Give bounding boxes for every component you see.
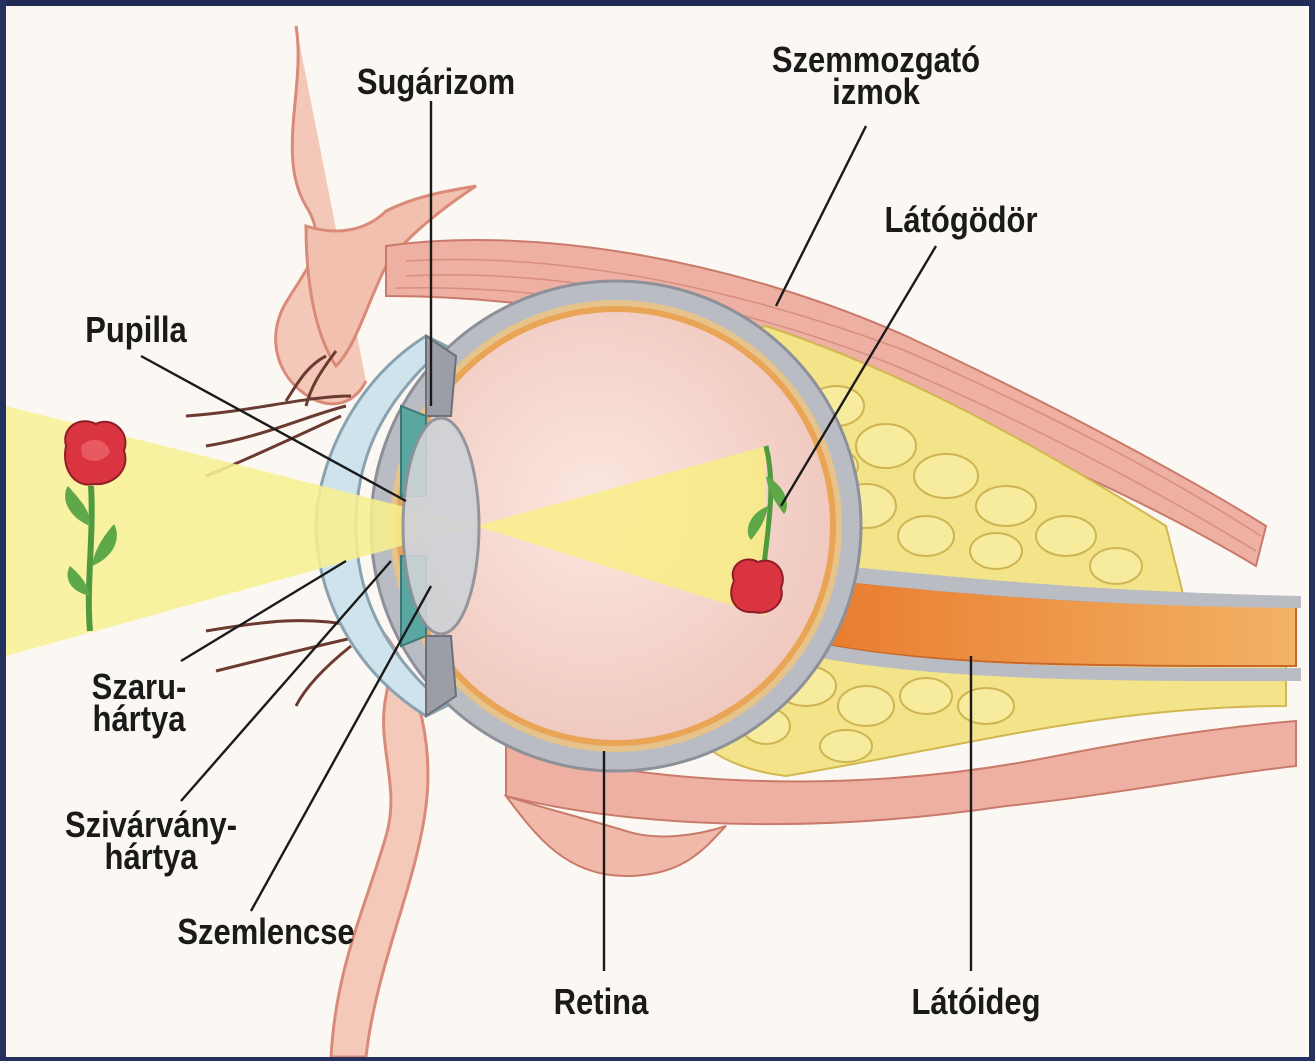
label-szemmozgato-izmok: Szemmozgató izmok xyxy=(764,44,988,108)
right-frame-bar xyxy=(1309,0,1315,1061)
bottom-frame-bar xyxy=(0,1057,1315,1061)
label-latoideg: Látóideg xyxy=(899,986,1054,1018)
label-szemlencse-text: Szemlencse xyxy=(167,916,365,948)
label-szemlencse: Szemlencse xyxy=(167,916,365,948)
label-pupilla: Pupilla xyxy=(76,314,196,346)
label-latogodor: Látógödör xyxy=(879,204,1042,236)
label-szaruhartya: Szaru- hártya xyxy=(83,671,195,735)
label-szaru-line2: hártya xyxy=(83,703,195,735)
label-retina-text: Retina xyxy=(545,986,657,1018)
lens xyxy=(403,418,479,634)
label-szivarvanyhartya: Szivárvány- hártya xyxy=(52,809,250,873)
pointer-szemmozgato xyxy=(776,126,866,306)
label-szivarvany-line2: hártya xyxy=(52,841,250,873)
label-latoideg-text: Látóideg xyxy=(899,986,1054,1018)
label-pupilla-text: Pupilla xyxy=(76,314,196,346)
diagram-canvas: Sugárizom Szemmozgató izmok Látógödör Pu… xyxy=(6,6,1309,1057)
label-sugarizom: Sugárizom xyxy=(354,66,517,98)
eye-anatomy-illustration xyxy=(6,6,1309,1057)
label-latogodor-text: Látógödör xyxy=(879,204,1042,236)
label-retina: Retina xyxy=(545,986,657,1018)
label-szemmozgato-line2: izmok xyxy=(764,76,988,108)
label-sugarizom-text: Sugárizom xyxy=(354,66,517,98)
